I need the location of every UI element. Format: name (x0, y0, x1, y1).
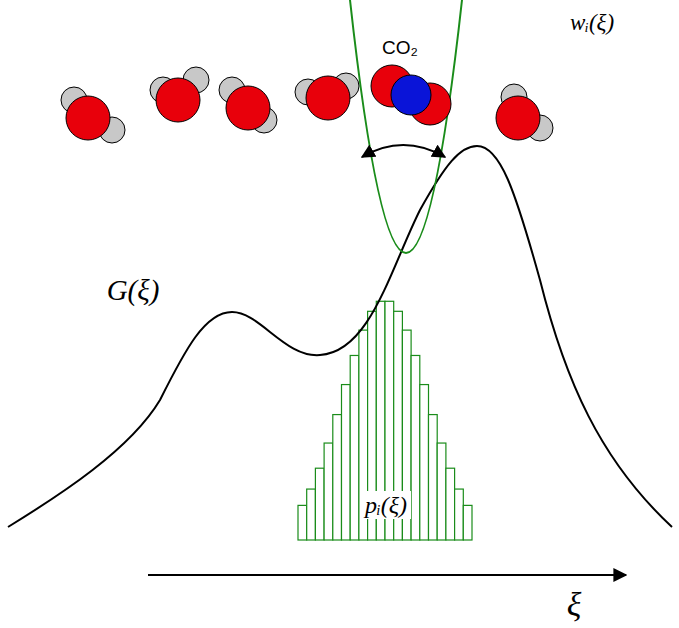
histogram-label: pᵢ(ξ) (361, 491, 411, 519)
histogram-bar (333, 415, 342, 540)
bias-label: wᵢ(ξ) (570, 11, 614, 34)
histogram-bar (437, 443, 446, 540)
histogram-bar (420, 385, 429, 540)
bias-potential (350, 0, 462, 253)
free-energy-curve (8, 146, 672, 527)
histogram-bar (455, 489, 464, 540)
histogram (298, 301, 472, 540)
axis-label: ξ (567, 588, 582, 622)
histogram-bar (429, 415, 438, 540)
water-molecules (61, 67, 553, 143)
histogram-bar (315, 468, 324, 540)
axis-arrow (148, 574, 626, 576)
histogram-bar (324, 443, 333, 540)
histogram-bar (307, 489, 316, 540)
curve-label: G(ξ) (107, 276, 160, 305)
co2-molecule (371, 65, 451, 125)
histogram-bar (446, 468, 455, 540)
histogram-bar (463, 505, 472, 540)
histogram-bar (342, 385, 351, 540)
histogram-bar (350, 355, 359, 540)
histogram-bar (298, 505, 307, 540)
molecule-label: CO₂ (382, 38, 418, 57)
motion-arrow (362, 145, 445, 157)
histogram-bar (411, 355, 420, 540)
